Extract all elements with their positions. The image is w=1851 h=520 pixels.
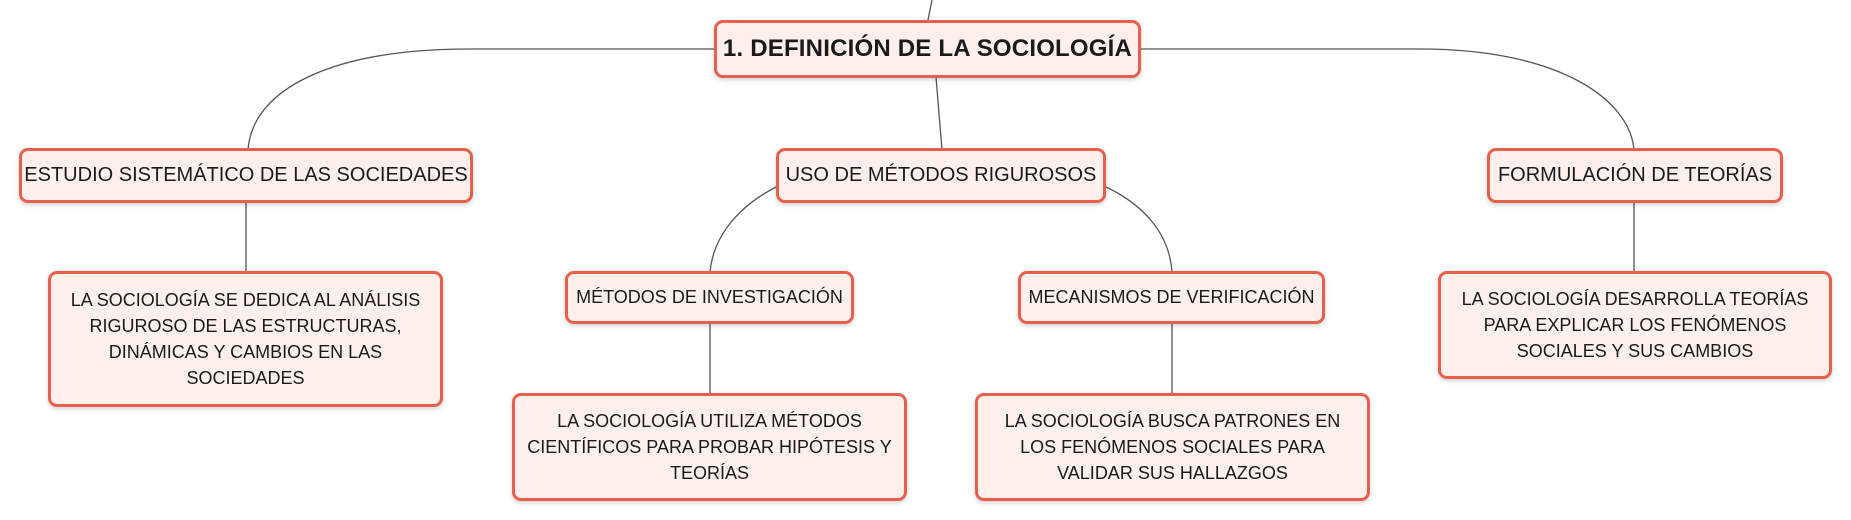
node-metodos[interactable]: USO DE MÉTODOS RIGUROSOS bbox=[776, 148, 1106, 203]
node-investigacion[interactable]: MÉTODOS DE INVESTIGACIÓN bbox=[565, 271, 854, 324]
node-metodos-label: USO DE MÉTODOS RIGUROSOS bbox=[785, 164, 1097, 186]
node-estudio[interactable]: ESTUDIO SISTEMÁTICO DE LAS SOCIEDADES bbox=[19, 148, 473, 203]
node-estudio-detail[interactable]: LA SOCIOLOGÍA SE DEDICA AL ANÁLISIS RIGU… bbox=[48, 271, 443, 407]
root-label: 1. DEFINICIÓN DE LA SOCIOLOGÍA bbox=[722, 34, 1133, 62]
root-node[interactable]: 1. DEFINICIÓN DE LA SOCIOLOGÍA bbox=[714, 20, 1141, 78]
node-investigacion-label: MÉTODOS DE INVESTIGACIÓN bbox=[576, 287, 843, 308]
node-teorias-detail[interactable]: LA SOCIOLOGÍA DESARROLLA TEORÍAS PARA EX… bbox=[1438, 271, 1832, 379]
node-teorias-label: FORMULACIÓN DE TEORÍAS bbox=[1497, 164, 1773, 186]
connector-metodos-investigacion bbox=[709, 185, 779, 274]
node-estudio-detail-text: LA SOCIOLOGÍA SE DEDICA AL ANÁLISIS RIGU… bbox=[70, 289, 421, 389]
connector-root-teorias bbox=[1141, 48, 1635, 151]
node-teorias-detail-text: LA SOCIOLOGÍA DESARROLLA TEORÍAS PARA EX… bbox=[1461, 288, 1809, 362]
node-verificacion[interactable]: MECANISMOS DE VERIFICACIÓN bbox=[1018, 271, 1325, 324]
node-verificacion-detail[interactable]: LA SOCIOLOGÍA BUSCA PATRONES EN LOS FENÓ… bbox=[975, 393, 1370, 501]
connector-root-estudio bbox=[247, 48, 714, 151]
connector-metodos-verificacion bbox=[1103, 185, 1173, 274]
node-verificacion-detail-text: LA SOCIOLOGÍA BUSCA PATRONES EN LOS FENÓ… bbox=[1004, 410, 1341, 484]
connector-parent-root bbox=[927, 0, 933, 21]
node-investigacion-detail-text: LA SOCIOLOGÍA UTILIZA MÉTODOS CIENTÍFICO… bbox=[527, 410, 892, 484]
node-investigacion-detail[interactable]: LA SOCIOLOGÍA UTILIZA MÉTODOS CIENTÍFICO… bbox=[512, 393, 907, 501]
node-estudio-label: ESTUDIO SISTEMÁTICO DE LAS SOCIEDADES bbox=[24, 164, 468, 186]
node-verificacion-label: MECANISMOS DE VERIFICACIÓN bbox=[1028, 287, 1315, 308]
connector-root-metodos bbox=[935, 76, 943, 151]
node-teorias[interactable]: FORMULACIÓN DE TEORÍAS bbox=[1487, 148, 1783, 203]
